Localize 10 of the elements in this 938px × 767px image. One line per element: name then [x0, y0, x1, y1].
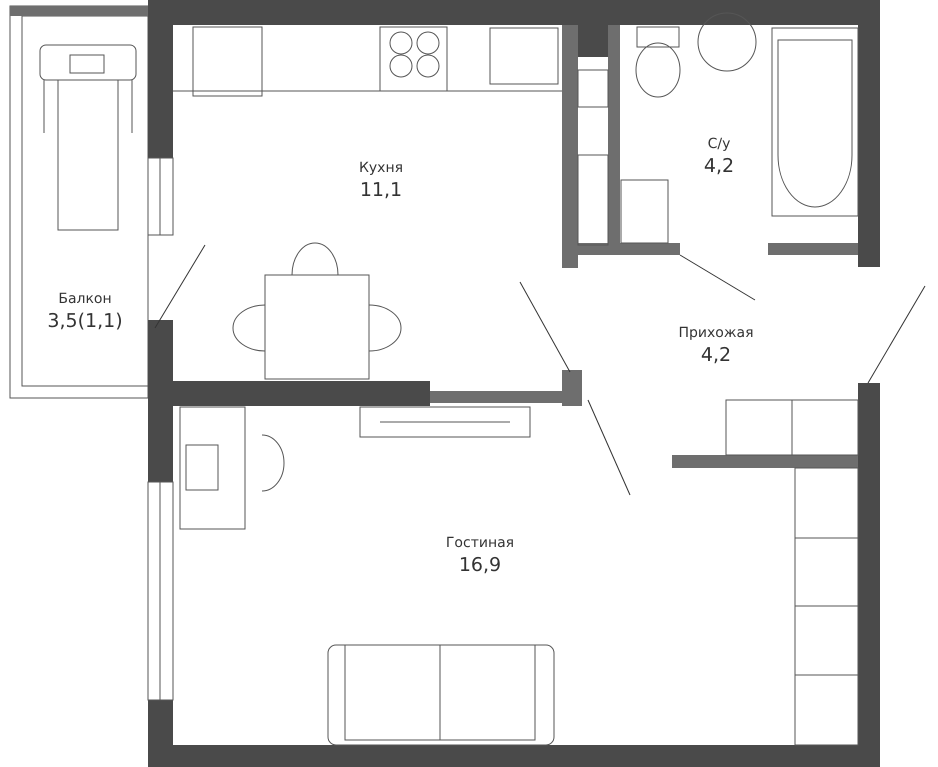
room-area: 11,1 [360, 177, 402, 203]
room-area: 4,2 [700, 342, 732, 368]
room-name: Прихожая [678, 324, 754, 342]
room-area: 4,2 [704, 153, 734, 179]
room-area: 16,9 [458, 552, 502, 578]
room-name: С/у [708, 135, 730, 153]
room-name: Кухня [358, 159, 404, 177]
room-area: 3,5(1,1) [47, 308, 123, 334]
room-name: Гостиная [446, 534, 514, 552]
room-name: Балкон [58, 290, 112, 308]
